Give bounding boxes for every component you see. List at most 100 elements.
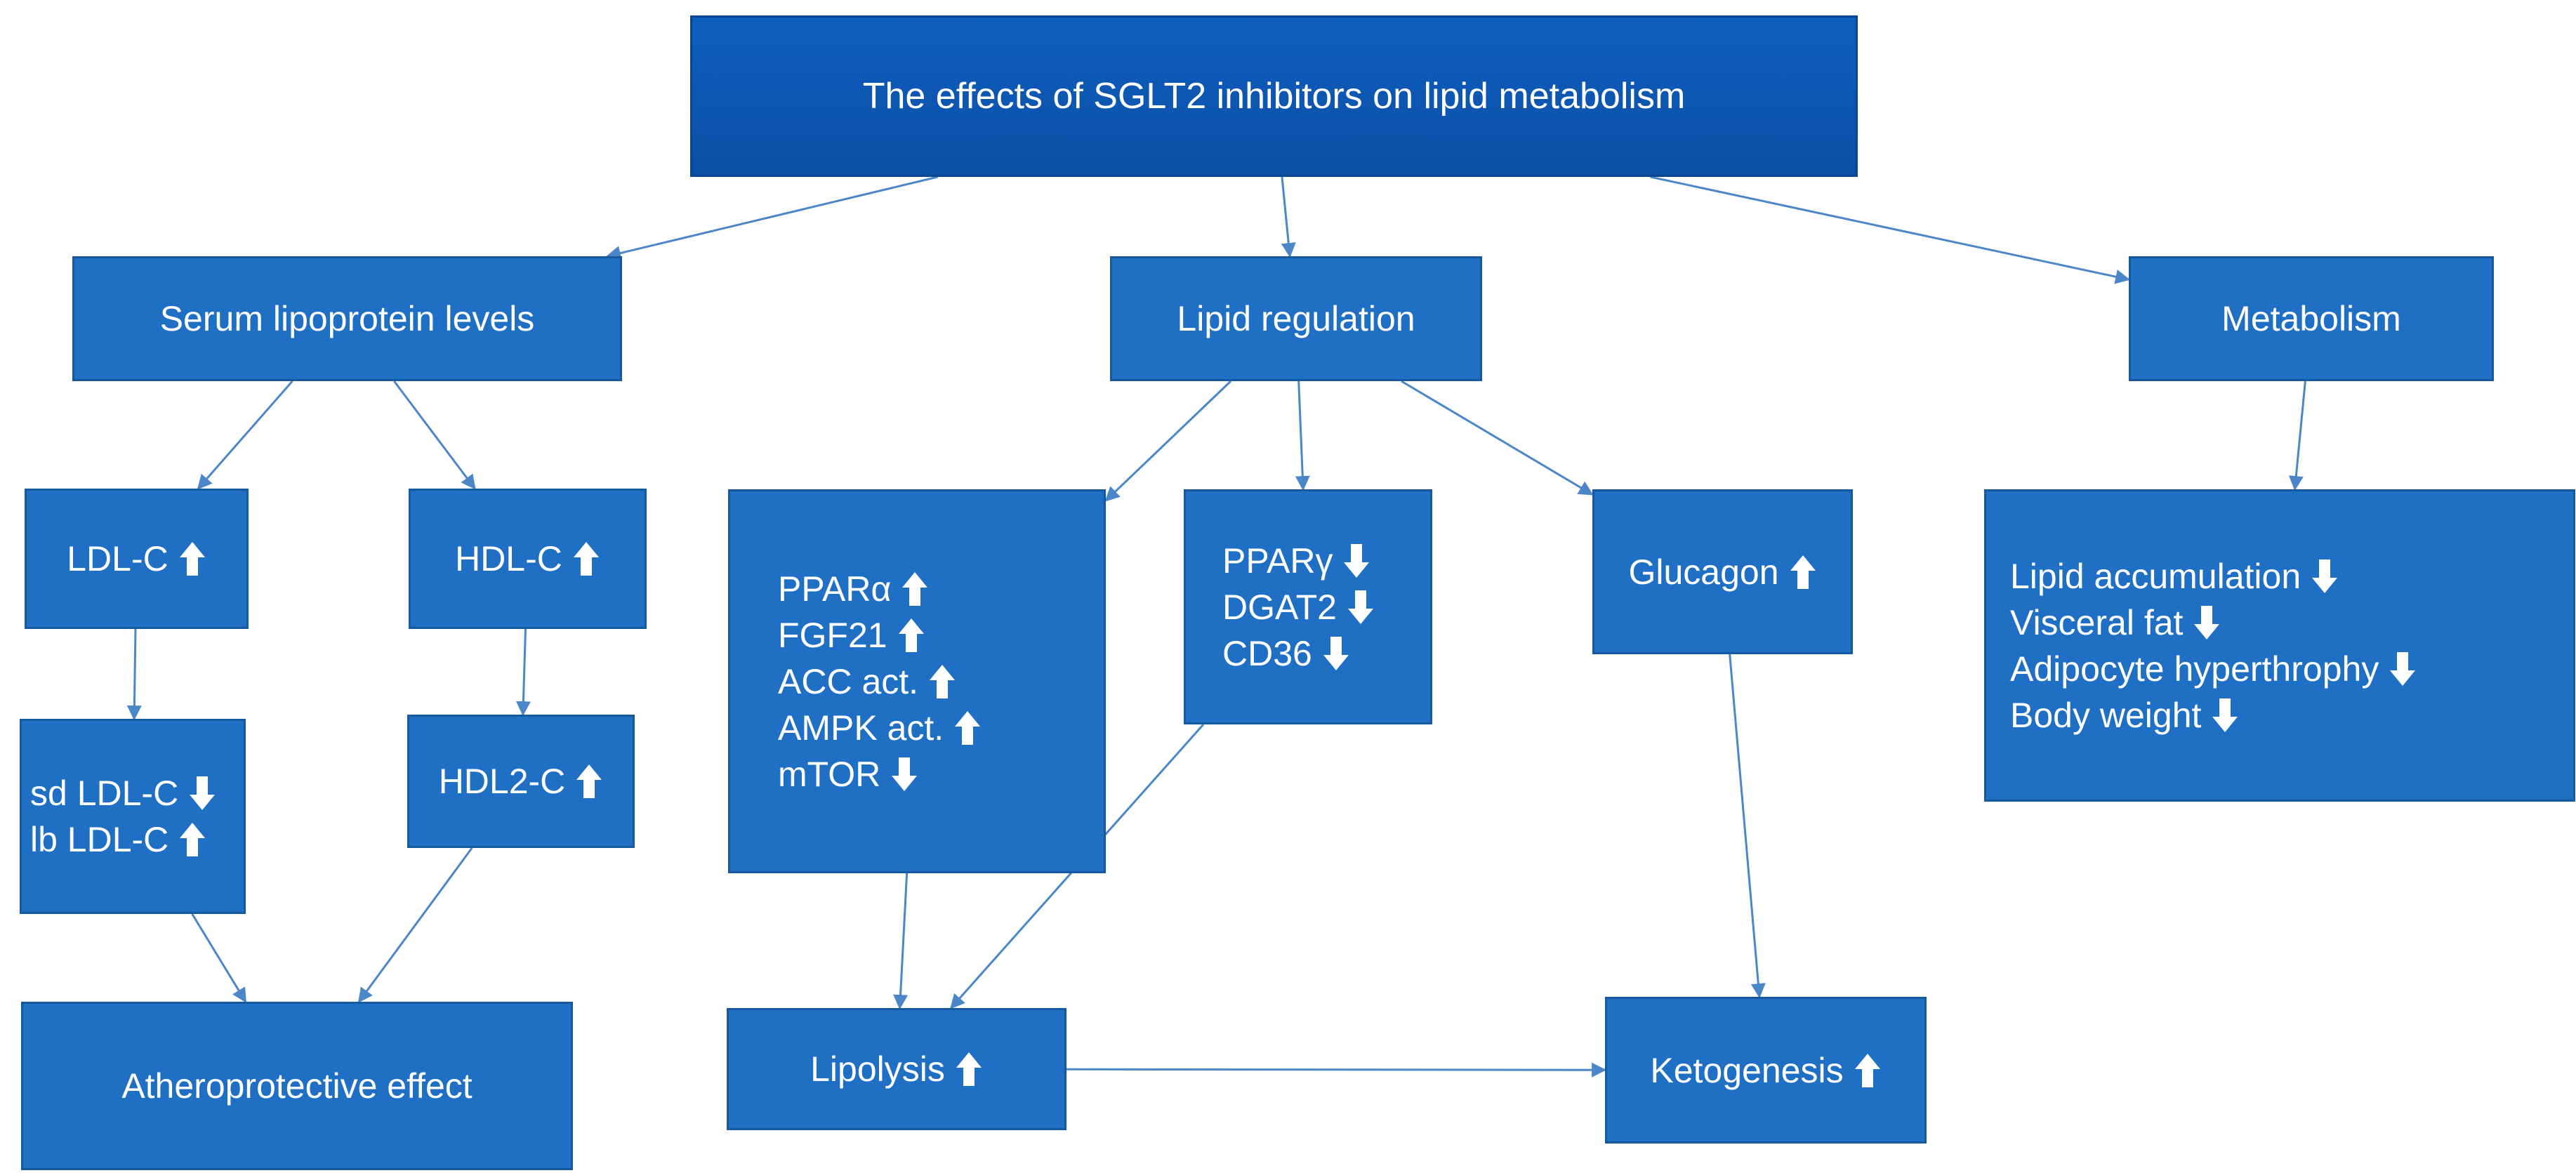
node-line: mTOR bbox=[778, 751, 918, 797]
node-line-text: Adipocyte hyperthrophy bbox=[2010, 649, 2379, 689]
connector-glucagon-to-ketogenesis bbox=[1729, 654, 1766, 999]
hdl-c-box: HDL-C bbox=[409, 489, 647, 629]
connector-lipolysis-to-ketogenesis bbox=[1066, 1062, 1607, 1078]
arrow-up-icon bbox=[1789, 554, 1817, 590]
node-line-text: FGF21 bbox=[778, 615, 887, 655]
node-line: Lipid accumulation bbox=[2010, 553, 2339, 599]
arrow-down-icon bbox=[188, 775, 216, 811]
ketogenesis-box: Ketogenesis bbox=[1605, 997, 1927, 1144]
arrow-up-icon bbox=[575, 763, 603, 800]
arrow-up-icon bbox=[178, 541, 206, 577]
node-line-text: Ketogenesis bbox=[1650, 1050, 1844, 1090]
arrow-down-icon bbox=[2193, 604, 2221, 641]
node-line: PPARα bbox=[778, 566, 929, 612]
arrow-up-icon bbox=[1854, 1052, 1882, 1089]
node-line-text: HDL-C bbox=[455, 539, 562, 578]
arrow-down-icon bbox=[2211, 697, 2239, 734]
connector-lipid_reg-to-ppara bbox=[1104, 380, 1231, 502]
hdl2-c-box: HDL2-C bbox=[407, 715, 635, 848]
node-line: Atheroprotective effect bbox=[121, 1063, 472, 1109]
node-line: Glucagon bbox=[1628, 549, 1816, 595]
arrow-down-icon bbox=[890, 756, 918, 793]
node-line: Adipocyte hyperthrophy bbox=[2010, 646, 2417, 692]
connector-ppara-to-lipolysis bbox=[893, 873, 909, 1010]
arrow-up-icon bbox=[901, 571, 929, 607]
node-line: Body weight bbox=[2010, 692, 2239, 738]
node-line-text: CD36 bbox=[1222, 633, 1312, 673]
node-line-text: Lipid accumulation bbox=[2010, 556, 2301, 596]
node-line-text: PPARα bbox=[778, 569, 892, 609]
lipid-regulation-box: Lipid regulation bbox=[1110, 256, 1482, 381]
node-line: Lipolysis bbox=[810, 1046, 983, 1092]
connector-hdl-to-hdl2 bbox=[515, 628, 531, 717]
node-line: Metabolism bbox=[2221, 296, 2401, 342]
node-line-text: PPARγ bbox=[1222, 541, 1333, 581]
node-line-text: HDL2-C bbox=[438, 762, 566, 801]
ldl-c-box: LDL-C bbox=[25, 489, 249, 629]
metabolism-box: Metabolism bbox=[2129, 256, 2494, 381]
lipolysis-box: Lipolysis bbox=[727, 1008, 1066, 1130]
node-line-text: mTOR bbox=[778, 754, 881, 794]
sd-lb-ldl-c-box: sd LDL-C lb LDL-C bbox=[20, 719, 246, 914]
atheroprotective-effect-box: Atheroprotective effect bbox=[21, 1002, 573, 1170]
node-line-text: Lipolysis bbox=[810, 1049, 945, 1089]
node-line: The effects of SGLT2 inhibitors on lipid… bbox=[863, 72, 1686, 121]
node-line-text: The effects of SGLT2 inhibitors on lipid… bbox=[862, 75, 1686, 117]
node-line-text: Atheroprotective effect bbox=[121, 1066, 473, 1106]
node-line-text: lb LDL-C bbox=[30, 820, 169, 859]
node-line: Serum lipoprotein levels bbox=[160, 296, 535, 342]
node-line: HDL2-C bbox=[439, 758, 604, 804]
node-line: Lipid regulation bbox=[1177, 296, 1415, 342]
glucagon-box: Glucagon bbox=[1592, 489, 1853, 654]
node-line-text: Lipid regulation bbox=[1177, 299, 1415, 338]
node-line: FGF21 bbox=[778, 612, 925, 658]
node-line-text: Serum lipoprotein levels bbox=[159, 299, 535, 338]
node-line-text: Visceral fat bbox=[2010, 602, 2184, 642]
node-line-text: Metabolism bbox=[2221, 299, 2401, 338]
arrow-up-icon bbox=[178, 821, 206, 858]
connector-title-to-lipid_reg bbox=[1281, 176, 1296, 258]
arrow-up-icon bbox=[955, 1051, 983, 1087]
connector-serum-to-ldl bbox=[197, 380, 293, 490]
serum-lipoprotein-box: Serum lipoprotein levels bbox=[72, 256, 622, 381]
connector-serum-to-hdl bbox=[393, 380, 476, 490]
arrow-up-icon bbox=[572, 541, 600, 577]
node-line: AMPK act. bbox=[778, 705, 982, 751]
diagram-title-box: The effects of SGLT2 inhibitors on lipid… bbox=[690, 15, 1858, 177]
connector-lipid_reg-to-pparg bbox=[1295, 380, 1310, 491]
node-line: LDL-C bbox=[67, 536, 206, 582]
node-line: CD36 bbox=[1222, 630, 1350, 677]
connector-metabolism-to-metab_list bbox=[2288, 380, 2306, 491]
node-line: lb LDL-C bbox=[30, 816, 206, 863]
node-line: PPARγ bbox=[1222, 538, 1370, 584]
node-line-text: Glucagon bbox=[1628, 552, 1779, 592]
connector-sdlb-to-athero bbox=[191, 913, 247, 1003]
node-line-text: AMPK act. bbox=[778, 708, 944, 748]
arrow-down-icon bbox=[1342, 543, 1370, 579]
connector-title-to-metabolism bbox=[1650, 175, 2131, 284]
node-line-text: sd LDL-C bbox=[30, 774, 179, 813]
connector-ldl-to-sdlb bbox=[126, 628, 142, 721]
node-line: Ketogenesis bbox=[1650, 1047, 1881, 1094]
arrow-down-icon bbox=[2311, 558, 2339, 595]
connector-hdl2-to-athero bbox=[357, 847, 473, 1003]
arrow-down-icon bbox=[2389, 651, 2417, 687]
arrow-up-icon bbox=[953, 710, 982, 746]
node-line: sd LDL-C bbox=[30, 770, 216, 816]
connector-title-to-serum bbox=[606, 175, 938, 260]
node-line-text: LDL-C bbox=[67, 539, 169, 578]
node-line-text: ACC act. bbox=[778, 661, 919, 701]
arrow-down-icon bbox=[1322, 635, 1350, 672]
arrow-up-icon bbox=[928, 663, 956, 700]
node-line: HDL-C bbox=[455, 536, 600, 582]
connector-lipid_reg-to-glucagon bbox=[1401, 380, 1594, 496]
node-line: ACC act. bbox=[778, 658, 956, 705]
node-line-text: DGAT2 bbox=[1222, 587, 1337, 627]
node-line-text: Body weight bbox=[2010, 695, 2202, 735]
arrow-down-icon bbox=[1347, 589, 1375, 625]
arrow-up-icon bbox=[897, 617, 925, 654]
